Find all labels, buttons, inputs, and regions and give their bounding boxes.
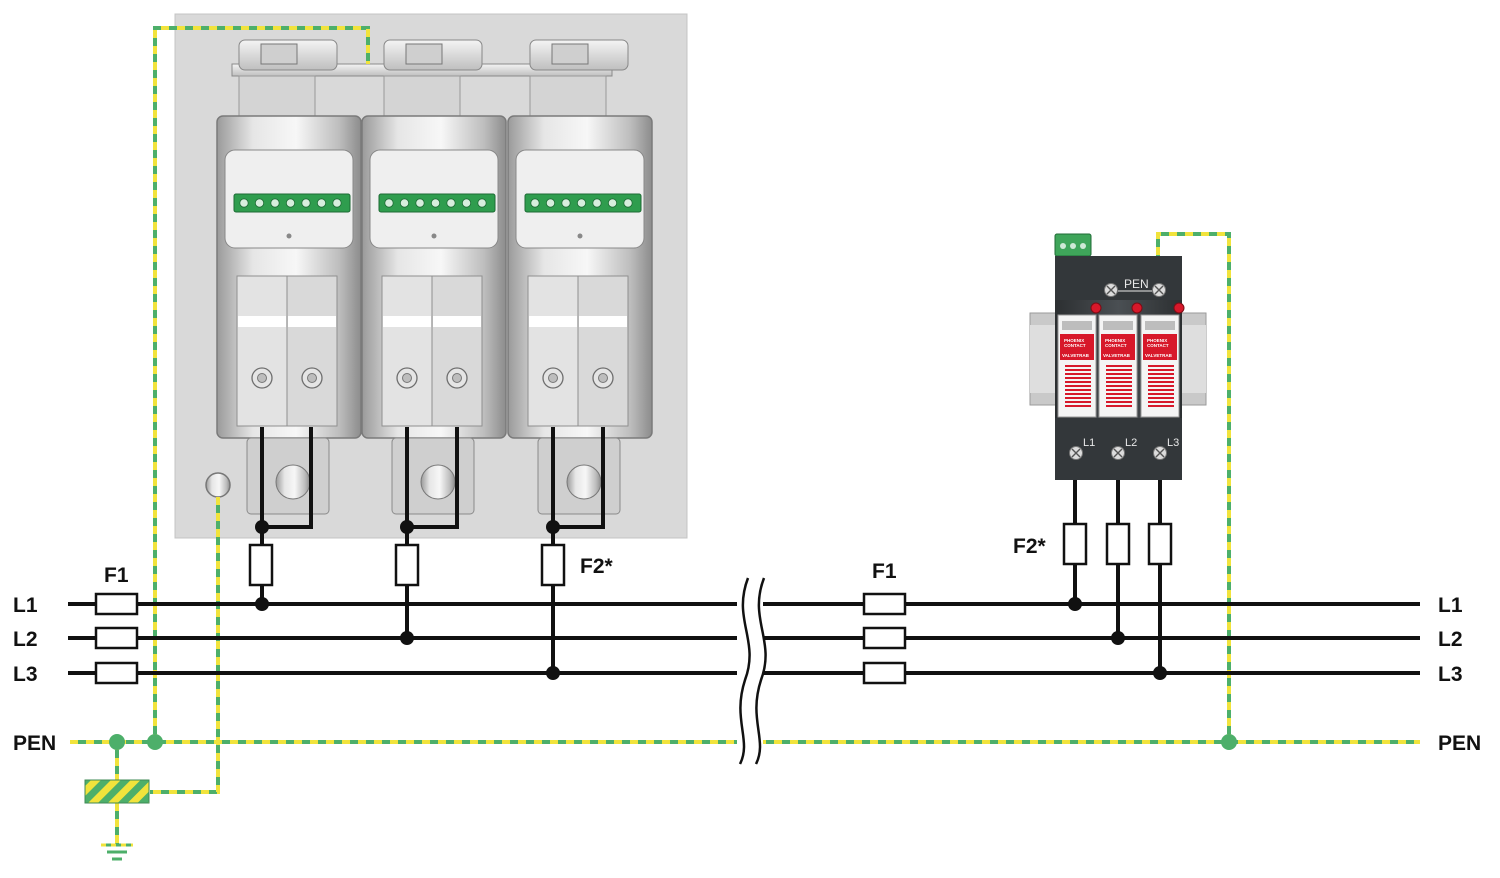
svg-text:CONTACT: CONTACT — [1147, 343, 1169, 348]
svg-text:VALVETRAB: VALVETRAB — [1103, 353, 1131, 358]
equipotential-bonding-bar — [84, 779, 150, 804]
spd-module-2 — [361, 39, 507, 515]
svg-text:PHOENIX: PHOENIX — [1064, 338, 1084, 343]
svg-text:PHOENIX: PHOENIX — [1105, 338, 1125, 343]
right-l1-label: L1 — [1438, 594, 1463, 617]
svg-text:CONTACT: CONTACT — [1064, 343, 1086, 348]
svg-text:VALVETRAB: VALVETRAB — [1145, 353, 1173, 358]
left-pen-label: PEN — [13, 732, 56, 755]
spd-terminal-l2-label: L2 — [1125, 437, 1137, 449]
main-fuses-right — [862, 592, 907, 685]
earth-ground-icon — [101, 843, 133, 861]
fuse-f1-right-label: F1 — [872, 560, 897, 583]
spd-terminal-l3-label: L3 — [1167, 437, 1179, 449]
line-break-mark — [737, 577, 767, 765]
fuse-f2-right-label: F2* — [1013, 535, 1047, 558]
left-l2-label: L2 — [13, 628, 38, 651]
left-module-connections — [260, 427, 605, 673]
right-l3-label: L3 — [1438, 663, 1463, 686]
svg-text:VALVETRAB: VALVETRAB — [1062, 353, 1090, 358]
left-l3-label: L3 — [13, 663, 38, 686]
fuse-f1-left-label: F1 — [104, 564, 129, 587]
right-l2-label: L2 — [1438, 628, 1463, 651]
modular-spd-assembly — [174, 13, 688, 539]
fuse-f2-left-label: F2* — [580, 555, 614, 578]
backup-fuses-left — [248, 543, 566, 587]
compact-spd-device: PEN PHOENIXCONTACTVALVETRABPHOENIXCONTAC… — [1029, 233, 1207, 480]
status-indicator-icon — [1173, 302, 1185, 314]
spd-pen-label: PEN — [1124, 277, 1149, 291]
status-indicator-icon — [1090, 302, 1102, 314]
junction-dots-left — [255, 520, 560, 680]
svg-text:PHOENIX: PHOENIX — [1147, 338, 1167, 343]
spd-module-3 — [507, 39, 653, 515]
main-fuses-left — [94, 592, 139, 685]
left-l1-label: L1 — [13, 594, 38, 617]
spd-terminal-l1-label: L1 — [1083, 437, 1095, 449]
pen-junction-dot — [147, 734, 163, 750]
status-indicator-icon — [1131, 302, 1143, 314]
ground-bolt-icon — [205, 472, 231, 498]
spd-module-1 — [216, 39, 362, 515]
svg-text:CONTACT: CONTACT — [1105, 343, 1127, 348]
pen-junction-dot — [1221, 734, 1237, 750]
junction-dots-right — [1068, 597, 1167, 680]
pen-junction-dot — [109, 734, 125, 750]
backup-fuses-right — [1062, 522, 1173, 566]
right-pen-label: PEN — [1438, 732, 1481, 755]
